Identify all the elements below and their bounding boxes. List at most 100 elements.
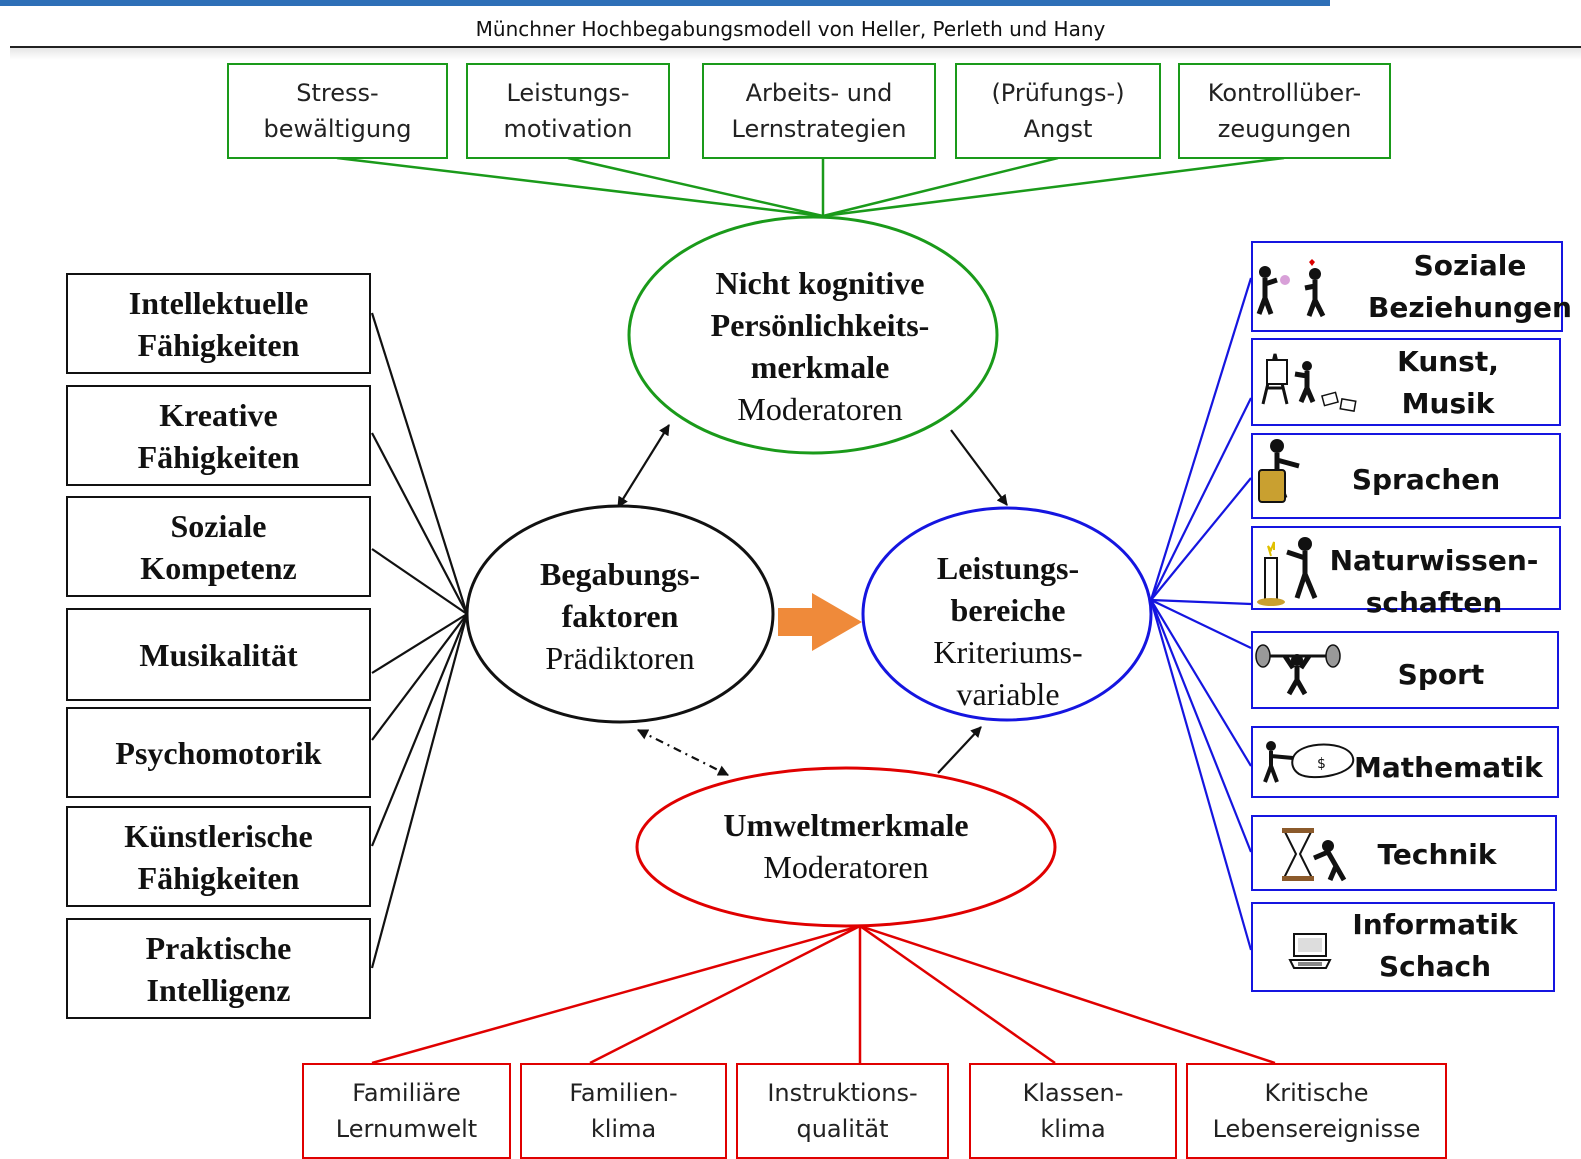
area-label-line1: Soziale bbox=[1413, 249, 1527, 282]
env-label-line1: Familien- bbox=[569, 1079, 678, 1107]
environment-performance-arrow bbox=[937, 726, 982, 774]
talent-label-line1: Künstlerische bbox=[124, 817, 313, 854]
performance-area-informatics bbox=[1251, 902, 1555, 992]
ellipse-heading: Nicht kognitive bbox=[715, 265, 925, 301]
science-icon bbox=[1257, 537, 1318, 606]
factor-label-line2: Angst bbox=[1023, 115, 1093, 143]
computer-icon bbox=[1288, 933, 1332, 969]
performance-label-sport: Sport bbox=[1366, 654, 1516, 696]
area-label-line1: Naturwissen- bbox=[1329, 544, 1539, 577]
ellipse-role: Moderatoren bbox=[737, 391, 903, 427]
performance-area-social bbox=[1251, 241, 1563, 332]
env-label-line2: Lebensereignisse bbox=[1212, 1115, 1421, 1143]
ellipse-heading: Umweltmerkmale bbox=[723, 807, 969, 843]
talent-label-line2: Kompetenz bbox=[140, 549, 297, 586]
talent-label-line1: Praktische bbox=[145, 929, 292, 966]
factor-label-line2: Lernstrategien bbox=[731, 115, 907, 143]
personality-ellipse-label: Nicht kognitive Persönlichkeits- merkmal… bbox=[650, 262, 990, 430]
factor-label-line1: Stress- bbox=[296, 79, 379, 107]
personality-factor-control: Kontrollüber-zeugungen bbox=[1178, 63, 1391, 159]
ellipse-heading: merkmale bbox=[750, 349, 890, 385]
technology-icon bbox=[1282, 828, 1347, 882]
personality-connectors bbox=[336, 156, 1285, 218]
talent-label-line2: Fähigkeiten bbox=[137, 438, 300, 475]
factor-label-line2: zeugungen bbox=[1217, 115, 1352, 143]
talent-label-line1: Musikalität bbox=[139, 636, 298, 673]
talent-label-line1: Kreative bbox=[159, 396, 278, 433]
area-label-line1: Informatik bbox=[1352, 908, 1518, 941]
title-shadow bbox=[10, 48, 1581, 60]
environment-factor-family: Familien-klima bbox=[520, 1063, 727, 1159]
env-label-line1: Instruktions- bbox=[767, 1079, 918, 1107]
area-label-line2: schaften bbox=[1365, 586, 1503, 619]
area-label-line2: Schach bbox=[1378, 950, 1492, 983]
performance-ellipse-label: Leistungs- bereiche Kriteriums- variable bbox=[878, 547, 1138, 715]
environment-connectors bbox=[371, 924, 1276, 1065]
performance-label-sciences: Naturwissen-schaften bbox=[1326, 540, 1542, 624]
personality-factor-motivation: Leistungs-motivation bbox=[466, 63, 670, 159]
performance-area-arts bbox=[1251, 338, 1561, 426]
env-label-line1: Kritische bbox=[1264, 1079, 1369, 1107]
area-label-line1: Mathematik bbox=[1354, 751, 1543, 784]
talent-label-line2: Intelligenz bbox=[146, 971, 291, 1008]
talent-label-line2: Fähigkeiten bbox=[137, 859, 300, 896]
factor-label-line1: Kontrollüber- bbox=[1207, 79, 1362, 107]
social-icon bbox=[1256, 259, 1326, 318]
page-title: Münchner Hochbegabungsmodell von Heller,… bbox=[475, 17, 1106, 41]
art-icon bbox=[1261, 353, 1357, 413]
talent-personality-arrow bbox=[617, 424, 670, 508]
ellipse-heading: Leistungs- bbox=[936, 550, 1080, 586]
personality-factor-stress: Stress-bewältigung bbox=[227, 63, 448, 159]
area-label-line2: Beziehungen bbox=[1368, 291, 1572, 324]
ellipse-heading: Begabungs- bbox=[539, 556, 701, 592]
performance-area-sport bbox=[1251, 631, 1559, 709]
factor-label-line1: Arbeits- und bbox=[745, 79, 893, 107]
talent-factor-psychomotor: Psychomotorik bbox=[66, 707, 371, 798]
ellipse-role: variable bbox=[956, 676, 1060, 712]
header-bar bbox=[0, 0, 1330, 6]
environment-factor-classroom: Klassen-klima bbox=[969, 1063, 1177, 1159]
sport-icon bbox=[1255, 644, 1341, 696]
environment-ellipse bbox=[635, 766, 1057, 928]
title-rule bbox=[10, 14, 1581, 48]
ellipse-heading: Persönlichkeits- bbox=[710, 307, 930, 343]
performance-connectors bbox=[1149, 277, 1253, 951]
env-label-line2: klima bbox=[590, 1115, 657, 1143]
talent-label-line1: Intellektuelle bbox=[128, 284, 309, 321]
area-label-line1: Kunst, Musik bbox=[1397, 345, 1499, 420]
talent-environment-arrow bbox=[637, 729, 729, 776]
performance-area-languages bbox=[1251, 433, 1561, 519]
svg-text:$: $ bbox=[1317, 756, 1326, 772]
language-icon bbox=[1258, 439, 1300, 503]
talent-connectors bbox=[370, 312, 469, 969]
ellipse-role: Prädiktoren bbox=[545, 640, 695, 676]
talent-label-line2: Fähigkeiten bbox=[137, 326, 300, 363]
area-label-line1: Technik bbox=[1377, 838, 1497, 871]
math-icon: $ bbox=[1263, 741, 1355, 783]
factor-label-line2: motivation bbox=[503, 115, 633, 143]
personality-ellipse bbox=[627, 215, 999, 455]
factor-label-line1: Leistungs- bbox=[506, 79, 630, 107]
performance-label-math: Mathematik bbox=[1354, 747, 1543, 789]
area-label-line1: Sprachen bbox=[1351, 463, 1501, 496]
performance-label-technology: Technik bbox=[1362, 834, 1512, 876]
factor-label-line2: bewältigung bbox=[263, 115, 412, 143]
area-label-line1: Sport bbox=[1397, 658, 1485, 691]
ellipse-role: Kriteriums- bbox=[933, 634, 1083, 670]
environment-factor-instruction: Instruktions-qualität bbox=[736, 1063, 949, 1159]
ellipse-heading: faktoren bbox=[561, 598, 679, 634]
talent-factor-musicality: Musikalität bbox=[66, 608, 371, 701]
personality-factor-anxiety: (Prüfungs-)Angst bbox=[955, 63, 1161, 159]
talent-label-line1: Soziale bbox=[170, 507, 267, 544]
performance-ellipse bbox=[861, 506, 1153, 722]
talent-ellipse bbox=[465, 504, 775, 724]
